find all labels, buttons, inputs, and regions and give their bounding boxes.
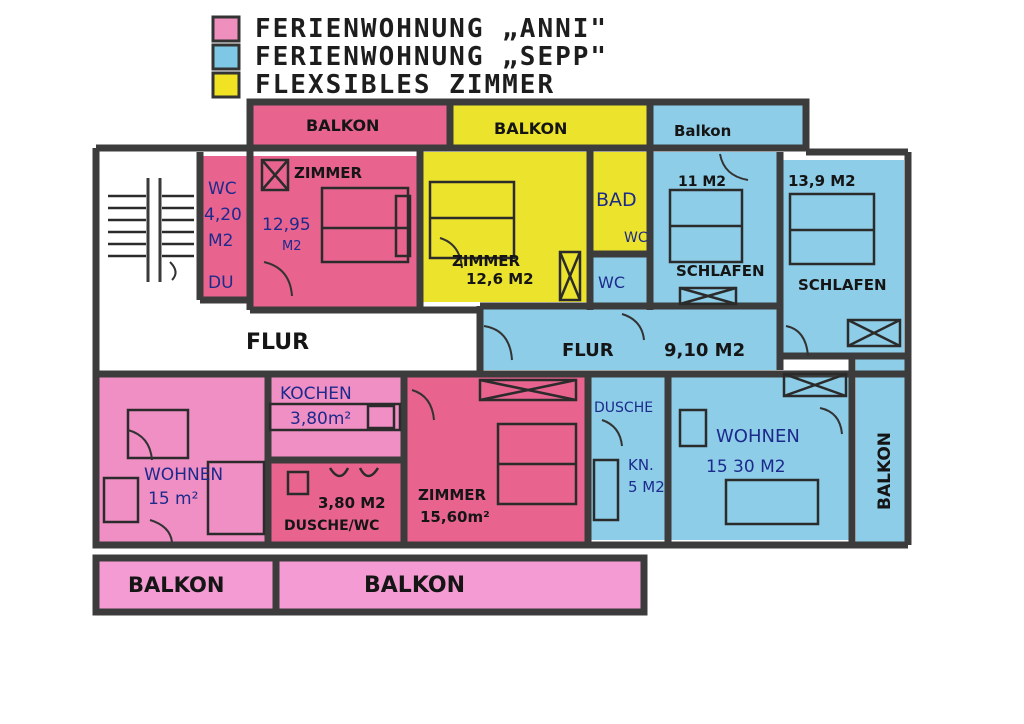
balcony-flex-fill bbox=[452, 104, 648, 146]
balcony-sepp-fill bbox=[652, 104, 804, 146]
wohnen-sepp-name: WOHNEN bbox=[716, 426, 800, 447]
bad-fill bbox=[592, 152, 648, 252]
balcony-bottom-fill bbox=[98, 560, 642, 610]
wohnen-sepp-area: 15 30 M2 bbox=[706, 457, 786, 477]
dusche-sepp-name: DUSCHE bbox=[594, 400, 653, 416]
zimmer-2-area: 15,60m² bbox=[420, 508, 490, 526]
legend: FERIENWOHNUNG „ANNI" FERIENWOHNUNG „SEPP… bbox=[211, 14, 608, 100]
legend-swatch-sepp bbox=[211, 43, 241, 71]
balcony-label-flex: BALKON bbox=[494, 119, 567, 138]
flur-right-area: 9,10 M2 bbox=[664, 340, 745, 361]
wc-unit: M2 bbox=[208, 231, 233, 251]
zimmer-2-fill bbox=[406, 376, 586, 542]
zimmer-1-unit: M2 bbox=[282, 239, 302, 254]
dusche-wc-area: 3,80 M2 bbox=[318, 494, 386, 512]
kochen-fill bbox=[270, 376, 402, 458]
dusche-sepp-fill bbox=[590, 376, 666, 540]
wc-area: 4,20 bbox=[204, 205, 242, 225]
legend-label-anni: FERIENWOHNUNG „ANNI" bbox=[255, 14, 608, 44]
balcony-label-anni: BALKON bbox=[306, 116, 379, 135]
balcony-label-right: BALKON bbox=[875, 432, 895, 510]
schlafen-1-area: 11 M2 bbox=[678, 174, 726, 190]
zimmer-1-area: 12,95 bbox=[262, 215, 311, 235]
zimmer-flex-name: ZIMMER bbox=[452, 252, 521, 270]
staircase bbox=[100, 150, 198, 288]
legend-label-flex: FLEXSIBLES ZIMMER bbox=[255, 70, 555, 100]
kochen-name: KOCHEN bbox=[280, 384, 352, 404]
wc-fill bbox=[202, 156, 248, 298]
balcony-right-fill bbox=[856, 356, 908, 542]
legend-swatch-anni bbox=[211, 15, 241, 43]
wohnen-anni-area: 15 m² bbox=[148, 489, 198, 509]
wc-sepp-fill bbox=[592, 256, 648, 308]
balcony-label-bottom-right: BALKON bbox=[364, 573, 465, 598]
bad-name: BAD bbox=[596, 189, 637, 211]
dusche-wc-name: DUSCHE/WC bbox=[284, 518, 379, 534]
wc-sepp-name: WC bbox=[598, 273, 625, 292]
walls bbox=[92, 98, 912, 616]
schlafen-1-fill bbox=[652, 152, 778, 308]
wc-name: WC bbox=[208, 179, 237, 199]
schlafen-2-name: SCHLAFEN bbox=[798, 276, 887, 294]
zimmer-2-name: ZIMMER bbox=[418, 486, 487, 504]
flur-right-name: FLUR bbox=[562, 340, 614, 361]
room-fills bbox=[98, 104, 908, 610]
labels: BALKON BALKON Balkon WC 4,20 M2 DU ZIMME… bbox=[128, 116, 895, 598]
balcony-label-sepp: Balkon bbox=[674, 122, 731, 140]
kueche-sepp-name: KN. bbox=[628, 456, 654, 474]
schlafen-2-fill bbox=[782, 160, 904, 356]
bad-sub: WC bbox=[624, 230, 648, 246]
wc-extra: DU bbox=[208, 273, 234, 293]
schlafen-1-name: SCHLAFEN bbox=[676, 262, 765, 280]
flur-left-name: FLUR bbox=[246, 330, 309, 355]
balcony-anni-fill bbox=[252, 104, 448, 146]
balcony-label-bottom-left: BALKON bbox=[128, 573, 224, 597]
furniture bbox=[102, 158, 902, 536]
zimmer-flex-fill bbox=[422, 152, 590, 302]
doors bbox=[127, 153, 843, 543]
schlafen-2-area: 13,9 M2 bbox=[788, 172, 856, 190]
legend-label-sepp: FERIENWOHNUNG „SEPP" bbox=[255, 42, 608, 72]
wohnen-anni-name: WOHNEN bbox=[144, 465, 223, 485]
zimmer-1-name: ZIMMER bbox=[294, 164, 363, 182]
zimmer-flex-area: 12,6 M2 bbox=[466, 270, 534, 288]
legend-swatch-flex bbox=[211, 71, 241, 99]
kueche-sepp-area: 5 M2 bbox=[628, 478, 665, 496]
wohnen-sepp-fill bbox=[670, 376, 850, 540]
kochen-area: 3,80m² bbox=[290, 409, 351, 429]
